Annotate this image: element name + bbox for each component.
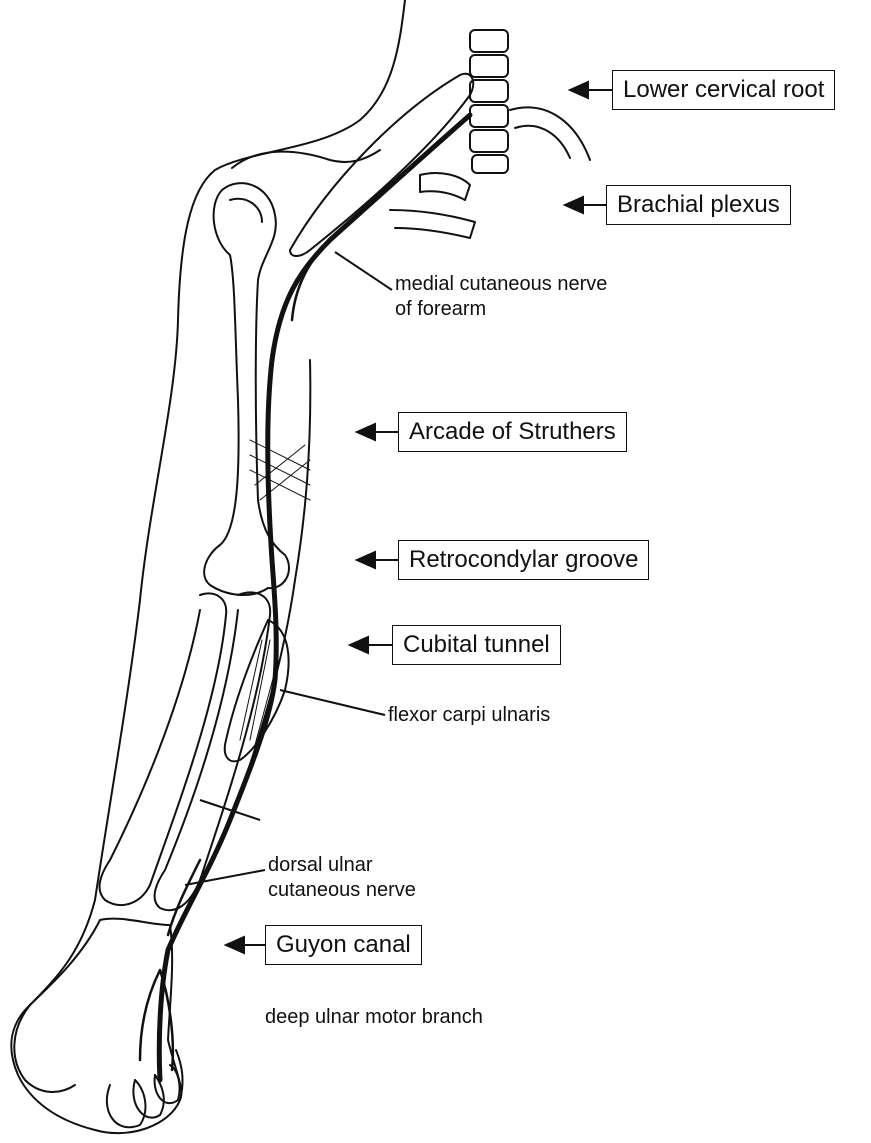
annotation-line: dorsal ulnar [268,854,373,876]
finger-2 [132,1074,165,1119]
label-guyon-canal: Guyon canal [265,925,422,965]
arrow-lower-cervical-root [567,80,612,100]
medial-cutaneous-nerve-of-forearm [290,238,332,322]
finger-3 [153,1064,181,1105]
annotation-dorsal-ulnar-cutaneous-nerve: dorsal ulnar cutaneous nerve [268,853,416,903]
arm-outline-medial [184,359,312,916]
rib-1 [509,106,591,161]
leader-medial-cutaneous [334,251,393,291]
label-lower-cervical-root: Lower cervical root [612,70,836,110]
rib-2 [514,124,571,159]
radius [98,592,228,906]
annotation-line: of forearm [395,298,487,320]
arrow-retrocondylar-groove [354,550,398,570]
annotation-line: medial cutaneous nerve [395,273,608,295]
annotation-flexor-carpi-ulnaris: flexor carpi ulnaris [388,704,551,726]
dorsal-ulnar-cutaneous-nerve [166,858,202,937]
arrow-guyon-canal [223,935,265,955]
vertebral-column [469,29,509,174]
label-cubital-tunnel: Cubital tunnel [392,625,561,665]
leader-deep-ulnar [199,799,261,821]
annotation-line: cutaneous nerve [268,879,416,901]
arcade-of-struthers-fibers [249,439,311,501]
flexor-carpi-ulnaris-muscle [223,619,290,763]
finger-1 [105,1079,147,1129]
arrow-brachial-plexus [562,195,606,215]
scapula [289,72,475,257]
annotation-medial-cutaneous-nerve: medial cutaneous nerve of forearm [395,272,607,322]
humerus [203,182,290,596]
clavicle [231,149,381,169]
humeral-head-detail [229,197,263,223]
rib-4 [389,209,476,239]
leader-flexor-carpi [279,689,386,716]
thumb [13,1004,76,1093]
label-retrocondylar-groove: Retrocondylar groove [398,540,650,580]
arrow-cubital-tunnel [347,635,392,655]
label-brachial-plexus: Brachial plexus [606,185,791,225]
label-arcade-of-struthers: Arcade of Struthers [398,412,627,452]
deep-ulnar-branch-nerve [138,968,175,1072]
rib-3 [419,172,471,201]
leader-dorsal-ulnar [184,869,266,886]
annotation-deep-ulnar-motor-branch: deep ulnar motor branch [265,1006,483,1028]
arrow-arcade-of-struthers [354,422,398,442]
